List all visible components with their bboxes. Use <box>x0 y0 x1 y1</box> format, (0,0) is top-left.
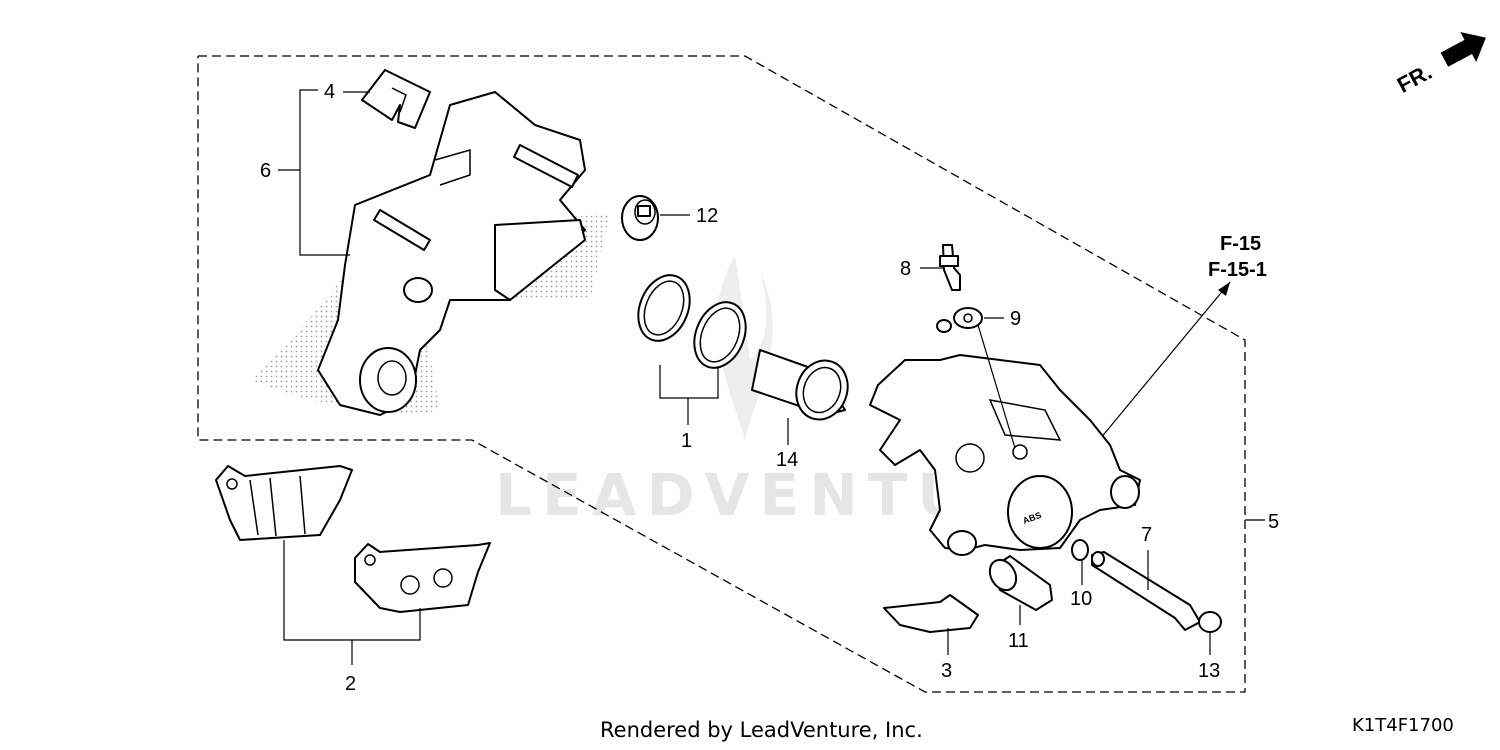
pad-spring <box>361 69 431 129</box>
front-direction-indicator: FR. <box>1393 31 1486 98</box>
callout-3: 3 <box>941 660 952 682</box>
callout-labels: 1 2 3 4 5 6 7 8 9 10 11 12 13 14 <box>260 81 1279 695</box>
callout-5: 5 <box>1268 511 1279 533</box>
callout-13: 13 <box>1198 660 1220 682</box>
diagram-code: K1T4F1700 <box>1352 715 1454 736</box>
callout-14: 14 <box>776 449 798 471</box>
callout-8: 8 <box>900 258 911 280</box>
footer-credit: Rendered by LeadVenture, Inc. <box>600 718 923 742</box>
brake-pad-lower <box>354 542 491 613</box>
brake-pad-upper <box>215 465 353 541</box>
direction-label: FR. <box>1393 59 1436 98</box>
callout-6: 6 <box>260 160 271 182</box>
slide-pin <box>1091 551 1201 631</box>
callout-7: 7 <box>1141 524 1152 546</box>
caliper-body: ABS <box>869 354 1141 556</box>
reference-arrowhead-icon <box>1218 282 1230 296</box>
callout-4: 4 <box>324 81 335 103</box>
callout-11: 11 <box>1008 630 1029 652</box>
callout-10: 10 <box>1070 588 1092 610</box>
o-ring <box>1071 539 1089 561</box>
callout-9: 9 <box>1010 308 1021 330</box>
piston-seals <box>637 274 747 369</box>
reference-label-f15: F-15 <box>1220 233 1261 255</box>
bleeder-screw <box>939 244 961 291</box>
reference-label-f15-1: F-15-1 <box>1208 259 1267 281</box>
assembly-boundary <box>197 55 1246 693</box>
bleeder-dust-cap <box>936 307 983 333</box>
leader-lines <box>278 89 1265 665</box>
callout-2: 2 <box>345 673 356 695</box>
reference-leader <box>1094 281 1231 446</box>
arrow-icon <box>1440 31 1486 67</box>
caliper-bracket <box>250 91 610 416</box>
pin-bolt <box>988 555 1053 611</box>
callout-12: 12 <box>696 205 718 227</box>
pin-boot <box>1198 611 1222 633</box>
piston <box>751 349 849 421</box>
callout-1: 1 <box>681 430 692 452</box>
bleeder-cap <box>621 195 659 241</box>
pad-retainer <box>883 594 979 633</box>
